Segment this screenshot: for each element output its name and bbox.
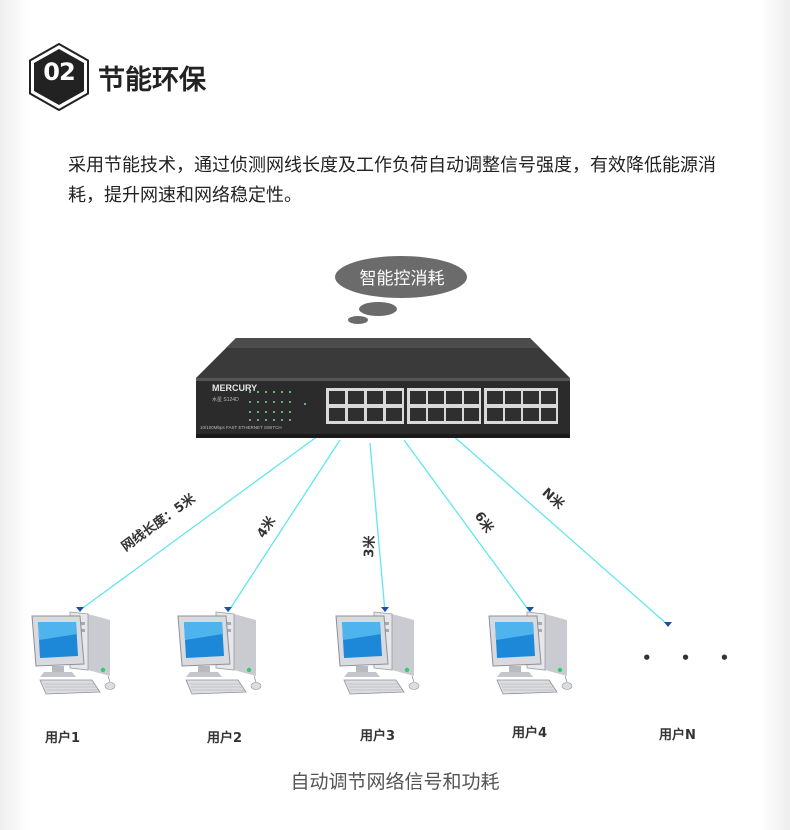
section-number: 02: [43, 58, 75, 86]
user-label-3: 用户3: [360, 729, 396, 744]
computer-icon: [31, 611, 116, 695]
hexagon-badge-icon: [29, 43, 89, 111]
cable-line-3: [369, 442, 386, 613]
cable-line-4: [403, 439, 531, 613]
section-title: 节能环保: [98, 65, 206, 96]
ellipsis-dots: • • •: [642, 649, 742, 667]
computer-icon: [335, 611, 420, 695]
computer-icon: [177, 611, 262, 695]
thought-bubble-dot-large: [359, 302, 397, 316]
right-shadow: [760, 0, 790, 830]
user-label-2: 用户2: [207, 731, 243, 746]
thought-bubble: [335, 256, 467, 298]
svg-text:10/100Mbps FAST ETHERNET SWITC: 10/100Mbps FAST ETHERNET SWITCH: [200, 425, 282, 430]
description-text: 采用节能技术，通过侦测网线长度及工作负荷自动调整信号强度，有效降低能源消耗，提升…: [68, 155, 716, 206]
cables: [79, 432, 669, 626]
user-label-4: 用户4: [512, 726, 548, 741]
network-switch-icon: MERCURY 水星 S124D 10/100Mbps FAST ETHERNE…: [196, 338, 570, 438]
cable-line-2: [227, 439, 341, 613]
cable-label-3: 3米: [361, 535, 379, 559]
user-label-1: 用户1: [45, 731, 81, 746]
cable-line-1: [79, 432, 323, 611]
computer-icon: [488, 611, 573, 695]
thought-bubble-dot-small: [348, 316, 368, 324]
cable-line-5: [449, 432, 669, 626]
bubble-label: 智能控消耗: [359, 269, 445, 289]
svg-text:水星 S124D: 水星 S124D: [212, 396, 239, 403]
user-label-n: 用户N: [659, 728, 696, 743]
svg-text:MERCURY: MERCURY: [212, 383, 257, 393]
left-shadow: [0, 0, 30, 830]
diagram-caption: 自动调节网络信号和功耗: [290, 771, 500, 793]
